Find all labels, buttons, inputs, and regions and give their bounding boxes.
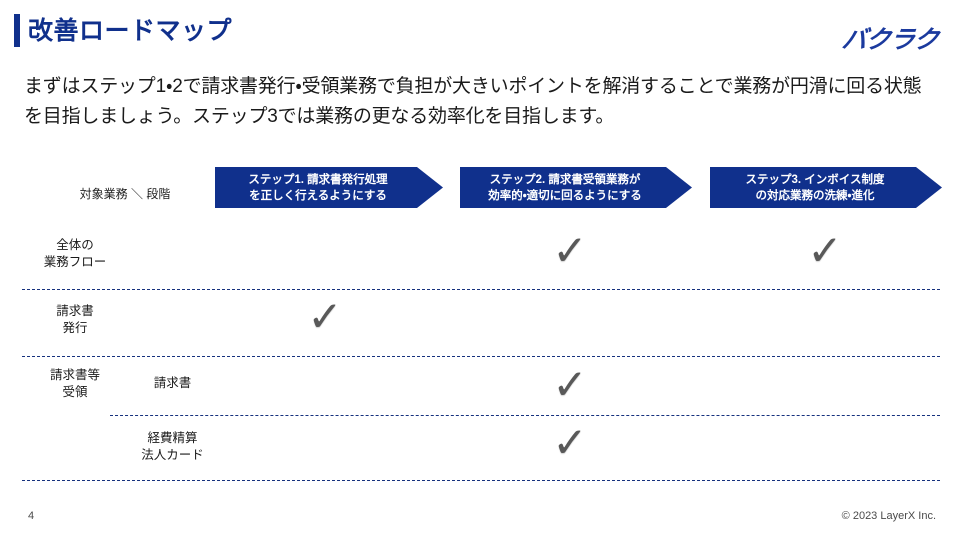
divider-after-invoice-receipt xyxy=(110,415,940,416)
matrix-corner-header: 対象業務 ＼ 段階 xyxy=(79,187,171,201)
step-banner-step1-line1: ステップ1. 請求書発行処理 xyxy=(248,173,388,186)
row-sublabel-expense-card: 経費精算 法人カード xyxy=(110,430,235,464)
row-label-invoice-issue-line1: 請求書 xyxy=(56,304,94,318)
check-invoice-issue-step1: ✓ xyxy=(307,293,343,340)
bakuraku-logo: バクラク xyxy=(840,26,940,54)
divider-bottom xyxy=(22,480,940,481)
step-banner-step1[interactable]: ステップ1. 請求書発行処理 を正しく行えるようにする xyxy=(215,167,443,208)
row-sublabel-invoice-line1: 請求書 xyxy=(153,376,192,390)
row-sublabel-expense-card-line1: 経費精算 xyxy=(147,431,198,445)
page-number: 4 xyxy=(28,510,35,522)
row-label-invoice-receipt-line2: 受領 xyxy=(62,385,88,399)
step-banner-step2[interactable]: ステップ2. 請求書受領業務が 効率的・適切に回るようにする xyxy=(460,167,692,208)
check-invoice-receipt-step2: ✓ xyxy=(552,361,588,408)
divider-after-invoice-issue xyxy=(22,356,940,357)
step-banner-step3-line2: の対応業務の洗練・進化 xyxy=(755,189,875,202)
step-banner-step3[interactable]: ステップ3. インボイス制度 の対応業務の洗練・進化 xyxy=(710,167,942,208)
row-label-invoice-issue: 請求書 発行 xyxy=(20,303,130,337)
step-banner-step2-line2: 効率的・適切に回るようにする xyxy=(488,189,642,202)
step-banner-step3-line1: ステップ3. インボイス制度 xyxy=(745,173,885,186)
row-label-invoice-issue-line2: 発行 xyxy=(62,321,88,335)
step-banner-step1-line2: を正しく行えるようにする xyxy=(249,189,387,202)
row-sublabel-invoice: 請求書 xyxy=(110,375,235,392)
check-overall-flow-step3: ✓ xyxy=(807,227,843,274)
row-label-overall-flow: 全体の 業務フロー xyxy=(20,237,130,271)
row-label-invoice-receipt-line1: 請求書等 xyxy=(49,368,100,382)
check-overall-flow-step2: ✓ xyxy=(552,227,588,274)
row-label-overall-flow-line1: 全体の xyxy=(56,238,94,252)
step-banner-step2-line1: ステップ2. 請求書受領業務が xyxy=(489,173,641,186)
roadmap-matrix: 対象業務 ＼ 段階 ステップ1. 請求書発行処理 を正しく行えるようにする ステ… xyxy=(0,160,960,485)
title-accent-bar xyxy=(14,14,20,47)
page-title: 改善ロードマップ xyxy=(28,17,233,45)
row-sublabel-expense-card-line2: 法人カード xyxy=(141,448,204,462)
row-label-overall-flow-line2: 業務フロー xyxy=(43,255,107,269)
lead-paragraph: まずはステップ1・2で請求書発行・受領業務で負担が大きいポイントを解消することで… xyxy=(24,76,922,127)
copyright-notice: © 2023 LayerX Inc. xyxy=(841,510,936,522)
divider-after-overall-flow xyxy=(22,289,940,290)
check-expense-card-step2: ✓ xyxy=(552,419,588,466)
row-label-invoice-receipt: 請求書等 受領 xyxy=(20,367,130,401)
